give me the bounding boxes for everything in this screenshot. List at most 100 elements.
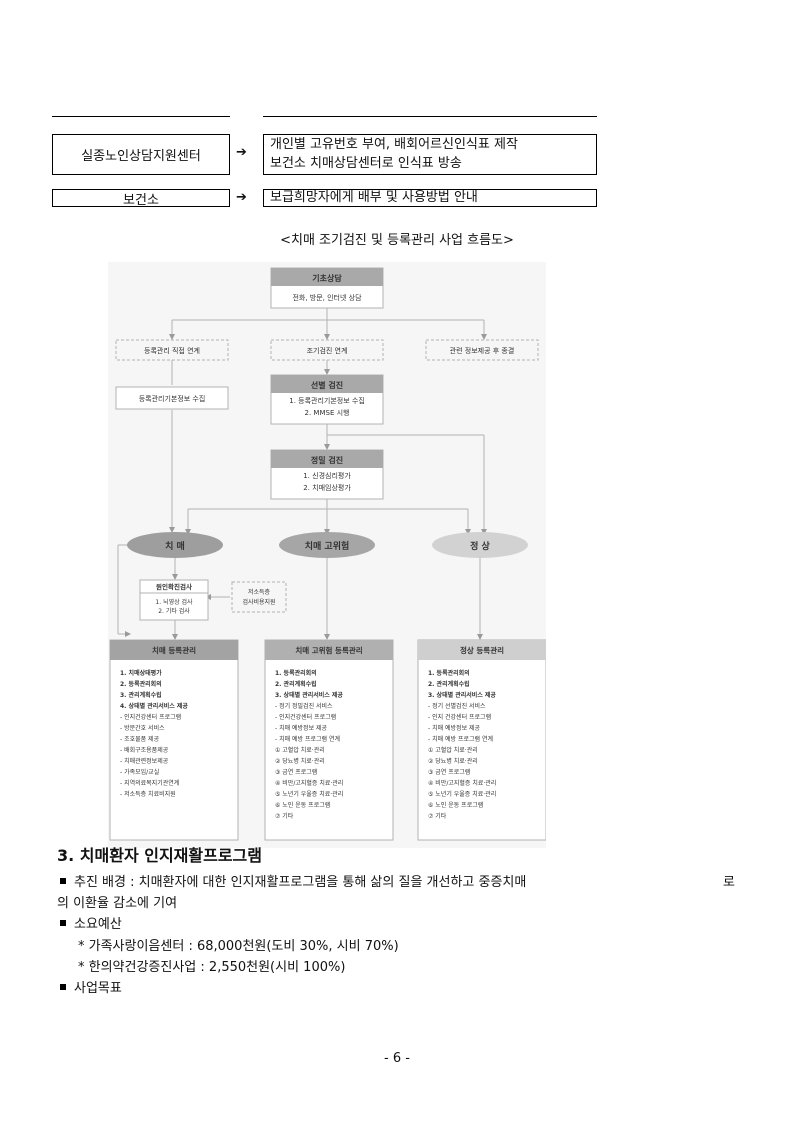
background-text: 추진 배경 : 치매환자에 대한 인지재활프로그램을 통해 삶의 질을 개선하고… (74, 875, 527, 890)
square-bullet-icon (60, 984, 66, 990)
basic-consult-box: 기초상담 전화, 방문, 인터넷 상담 (270, 267, 384, 309)
registration-collect-label: 등록관리기본정보 수집 (139, 394, 206, 403)
management-item: ④ 비만/고지혈증 치료·관리 (428, 779, 496, 787)
management-item: - 배회구조용품제공 (120, 746, 169, 754)
process-org-box: 보건소 (52, 189, 230, 208)
management-item: ② 당뇨병 치료·관리 (428, 757, 478, 765)
management-box: 치매 고위험 등록관리 1. 등록관리회의 2. 관리계획수립 3. 상태별 관리서비… (264, 639, 394, 841)
management-item: ⑥ 노인 운동 프로그램 (275, 802, 330, 809)
management-item: - 정기 정밀검진 서비스 (275, 702, 333, 710)
process-desc-box: 보급희망자에게 배부 및 사용방법 안내 (263, 189, 597, 207)
process-desc-line: 보건소 치매상담센터로 인식표 방송 (270, 156, 462, 171)
cause-test-item: 1. 뇌영상 검사 (155, 598, 193, 606)
management-item: 1. 등록관리회의 (428, 669, 470, 677)
management-item: ② 당뇨병 치료·관리 (275, 757, 325, 765)
management-item: 3. 상태별 관리서비스 제공 (428, 691, 496, 699)
management-item: ③ 금연 프로그램 (428, 768, 470, 776)
basic-consult-body: 전화, 방문, 인터넷 상담 (292, 293, 362, 302)
process-org-box: 실종노인상담지원센터 (52, 134, 230, 175)
low-income-support-box: 저소득층 검사비용지원 (231, 581, 287, 613)
flow-connectors (117, 308, 487, 640)
background-continuation: 의 이환율 감소에 기여 (57, 896, 178, 911)
management-item: 3. 상태별 관리서비스 제공 (275, 691, 343, 699)
down-arrow-icon: ➔ (236, 145, 247, 160)
management-item: - 인지건강센터 프로그램 (120, 713, 181, 721)
branch-box: 관련 정보제공 후 종결 (425, 339, 539, 361)
outcome-label: 치매 고위험 (305, 540, 350, 552)
outcome-high-risk: 치매 고위험 (279, 532, 375, 558)
management-item: - 치매 예방 프로그램 연계 (428, 735, 493, 743)
header-rule-right (263, 116, 597, 117)
goal-label: 사업목표 (74, 981, 122, 996)
management-item: - 치매관련정보제공 (120, 757, 169, 765)
detailed-exam-item: 1. 신경심리평가 (303, 471, 351, 480)
management-item: - 인지 건강센터 프로그램 (428, 713, 491, 721)
branch-box: 조기검진 연계 (270, 339, 384, 361)
management-item: ④ 비만/고지혈증 치료·관리 (275, 779, 343, 787)
management-item: 4. 상태별 관리서비스 제공 (120, 702, 188, 710)
goal-line: 사업목표 (60, 977, 122, 996)
outcome-normal: 정 상 (432, 532, 528, 558)
budget-item: * 가족사랑이음센터 : 68,000천원(도비 30%, 시비 70%) (78, 939, 399, 954)
budget-label: 소요예산 (74, 917, 122, 932)
outcome-dementia: 치 매 (127, 532, 223, 558)
management-box: 정상 등록관리 1. 등록관리회의 2. 관리계획수립 3. 상태별 관리서비스 제공… (417, 639, 546, 841)
management-item: - 지역의료복지기관연계 (120, 779, 179, 787)
screening-title: 선별 검진 (311, 380, 343, 390)
branch-label: 관련 정보제공 후 종결 (450, 346, 515, 355)
basic-consult-title: 기초상담 (312, 273, 342, 283)
budget-line: 소요예산 (60, 913, 122, 932)
branch-label: 등록관리 직접 연계 (144, 346, 200, 355)
management-item: ⑦ 기타 (428, 812, 447, 820)
detailed-exam-item: 2. 치매임상평가 (303, 483, 351, 492)
management-title: 치매 등록관리 (152, 645, 196, 655)
management-item: 2. 관리계획수립 (275, 680, 317, 688)
management-item: - 치매 예방 프로그램 연계 (275, 735, 340, 743)
process-desc-line: 개인별 고유번호 부여, 배회어르신인식표 제작 (270, 137, 518, 152)
cause-test-item: 2. 기타 검사 (158, 607, 190, 615)
management-item: 1. 등록관리회의 (275, 669, 317, 677)
management-item: ⑤ 노년기 우울증 치료·관리 (428, 790, 496, 798)
low-income-label: 검사비용지원 (242, 598, 275, 606)
background-line: 추진 배경 : 치매환자에 대한 인지재활프로그램을 통해 삶의 질을 개선하고… (60, 871, 526, 890)
management-item: - 가족모임/교실 (120, 768, 159, 776)
management-item: - 정기 선별검진 서비스 (428, 702, 486, 710)
down-arrow-icon: ➔ (236, 190, 247, 205)
management-item: 3. 관리계획수립 (120, 691, 162, 699)
management-item: 2. 관리계획수립 (428, 680, 470, 688)
management-item: ③ 금연 프로그램 (275, 768, 317, 776)
square-bullet-icon (60, 920, 66, 926)
figure-caption: <치매 조기검진 및 등록관리 사업 흐름도> (280, 233, 514, 248)
process-org-label: 실종노인상담지원센터 (81, 149, 201, 164)
outcome-label: 정 상 (470, 540, 490, 552)
header-rule-left (52, 116, 230, 117)
management-item: ⑦ 기타 (275, 812, 294, 820)
management-item: - 치매 예방정보 제공 (428, 724, 481, 732)
detailed-exam-title: 정밀 검진 (311, 455, 343, 465)
management-item: - 치매 예방정보 제공 (275, 724, 328, 732)
management-title: 치매 고위험 등록관리 (295, 645, 362, 655)
screening-item: 1. 등록관리기본정보 수집 (289, 396, 365, 405)
section-title: 3. 치매환자 인지재활프로그램 (57, 846, 262, 865)
registration-collect-box: 등록관리기본정보 수집 (115, 386, 229, 410)
management-item: ① 고혈압 치료·관리 (428, 746, 478, 754)
branch-box: 등록관리 직접 연계 (115, 339, 229, 361)
management-item: - 조호물품 제공 (120, 735, 160, 743)
management-title: 정상 등록관리 (460, 645, 504, 655)
process-org-label: 보건소 (123, 192, 159, 208)
low-income-label: 저소득층 (248, 588, 271, 596)
budget-item: * 한의약건강증진사업 : 2,550천원(시비 100%) (78, 960, 346, 975)
management-item: ⑤ 노년기 우울증 치료·관리 (275, 790, 343, 798)
outcome-label: 치 매 (165, 540, 185, 552)
branch-label: 조기검진 연계 (307, 346, 348, 355)
management-item: - 방문간호 서비스 (120, 724, 165, 732)
page-number: - 6 - (384, 1051, 410, 1066)
management-item: 1. 치매상태평가 (120, 669, 162, 677)
management-item: ⑥ 노인 운동 프로그램 (428, 802, 483, 809)
process-desc-line: 보급희망자에게 배부 및 사용방법 안내 (270, 190, 478, 205)
process-desc-box: 개인별 고유번호 부여, 배회어르신인식표 제작 보건소 치매상담센터로 인식표… (263, 134, 597, 175)
background-tail: 로 (723, 875, 735, 890)
cause-test-box: 원인확진검사 1. 뇌영상 검사 2. 기타 검사 (139, 579, 209, 621)
